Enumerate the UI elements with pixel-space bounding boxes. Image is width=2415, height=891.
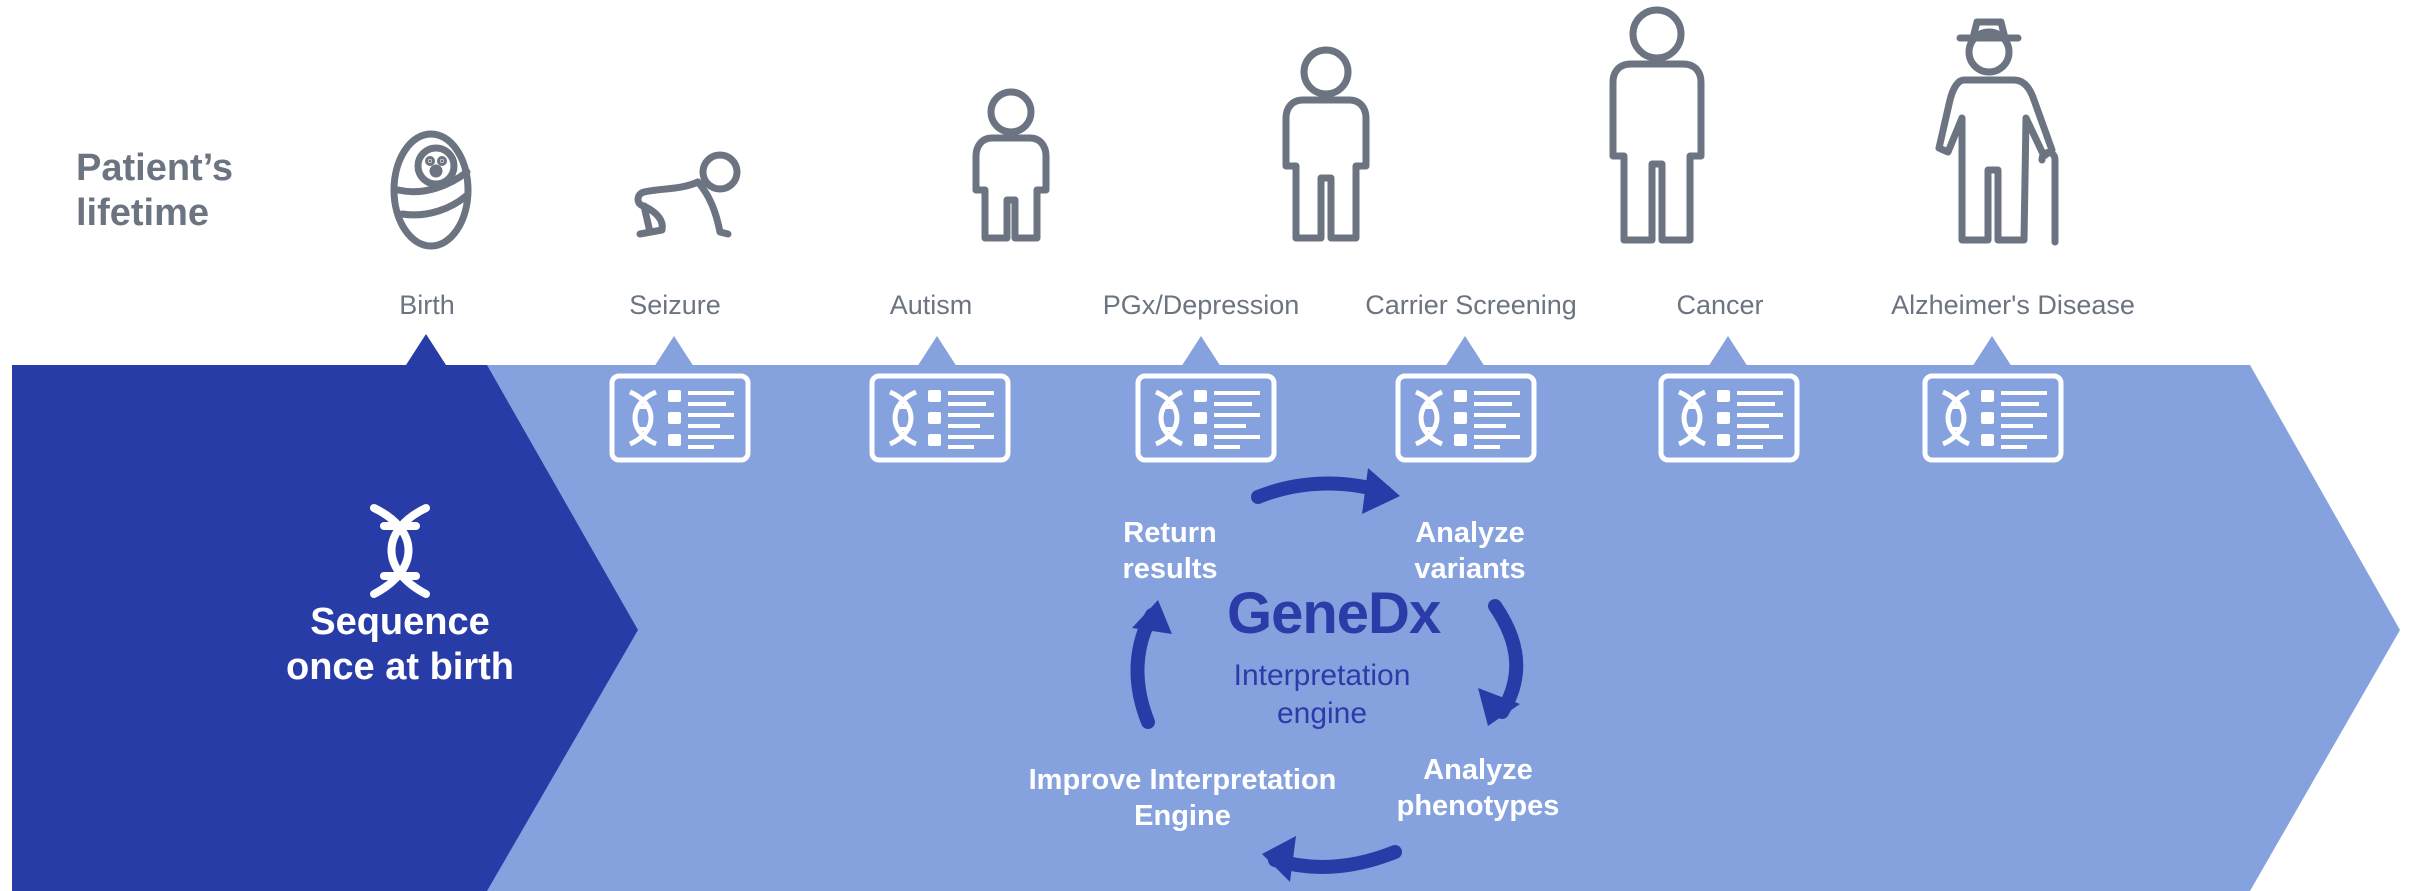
birth-pointer — [406, 334, 446, 365]
teen-icon — [1282, 46, 1370, 242]
birth-sequence-arrow — [12, 365, 638, 891]
stage-pointer — [1181, 336, 1221, 367]
stage-label-cancer: Cancer — [1676, 290, 1764, 320]
dna-icon — [370, 504, 430, 598]
adult-icon — [1609, 6, 1705, 244]
stage-label-birth: Birth — [399, 290, 455, 320]
step-improve-engine: Improve Interpretation Engine — [1028, 764, 1337, 832]
stage-label-autism: Autism — [889, 290, 973, 320]
step-analyze-phenotypes: Analyze phenotypes — [1396, 754, 1560, 822]
baby-icon — [390, 130, 472, 250]
step-return-results: Return results — [1122, 517, 1218, 585]
sequence-once-at-birth: Sequence once at birth — [285, 601, 515, 688]
child-icon — [972, 88, 1050, 242]
stage-label-carrier-screening: Carrier Screening — [1365, 290, 1577, 320]
interpretation-engine-label: Interpretation engine — [1233, 659, 1411, 730]
stage-label-seizure: Seizure — [629, 290, 721, 320]
stage-pointer — [917, 336, 957, 367]
stage-label-alzheimers: Alzheimer's Disease — [1891, 290, 2135, 320]
elderly-icon — [1935, 18, 2059, 246]
stage-pointer — [654, 336, 694, 367]
stage-pointer — [1445, 336, 1485, 367]
stage-pointer — [1972, 336, 2012, 367]
step-analyze-variants: Analyze variants — [1414, 517, 1526, 585]
stage-label-pgx-depression: PGx/Depression — [1102, 290, 1300, 320]
cycle-arrowheads — [1132, 468, 1520, 882]
crawling-baby-icon — [634, 151, 741, 238]
stage-pointer — [1708, 336, 1748, 367]
light-timeline-arrow — [470, 365, 2400, 891]
genedx-logo: GeneDx — [1227, 581, 1441, 646]
patient-lifetime-title: Patient’s lifetime — [76, 147, 233, 234]
